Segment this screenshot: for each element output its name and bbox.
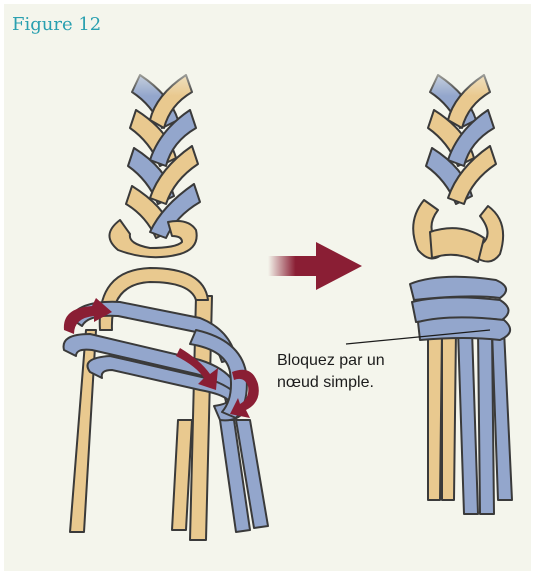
callout-line-2: nœud simple.: [277, 372, 385, 394]
right-cord-blue-3: [492, 330, 512, 500]
right-arrow-icon: [268, 242, 362, 290]
left-braid: [126, 75, 200, 238]
right-cord-beige-2: [442, 330, 456, 500]
right-cord-blue-1: [458, 330, 478, 514]
right-beige-loop-mid: [430, 228, 484, 262]
right-knot-drawing: [410, 75, 512, 514]
right-cord-beige-1: [428, 330, 442, 500]
left-cord-beige-mid: [172, 420, 192, 530]
right-blue-band-3: [418, 317, 510, 340]
right-cord-blue-2: [478, 330, 494, 514]
callout-line-1: Bloquez par un: [277, 350, 385, 372]
callout-label: Bloquez par un nœud simple.: [277, 350, 385, 394]
